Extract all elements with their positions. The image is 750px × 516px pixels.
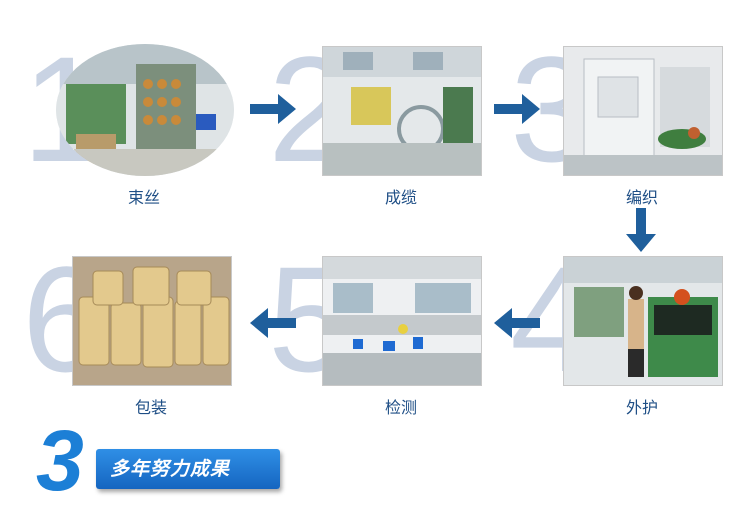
footer-number: 3: [36, 413, 84, 509]
slogan-text: 多年努力成果: [110, 458, 231, 480]
sheathing-photo: [563, 256, 723, 386]
arrow-right-icon: [494, 94, 540, 124]
arrow-left-icon: [250, 308, 296, 338]
slogan-banner: 多年努力成果: [96, 449, 280, 489]
arrow-down-icon: [626, 208, 656, 252]
testing-photo: [322, 256, 482, 386]
step-4-label: 外护: [625, 398, 658, 417]
step-5-label: 检测: [384, 398, 417, 417]
cabling-photo: [322, 46, 482, 176]
step-3-label: 编织: [625, 188, 658, 207]
bunching-wire-photo: [56, 44, 234, 176]
arrow-right-icon: [250, 94, 296, 124]
arrow-left-icon: [494, 308, 540, 338]
step-1-label: 束丝: [127, 188, 160, 207]
packaging-photo: [72, 256, 232, 386]
step-2-label: 成缆: [384, 188, 417, 207]
braiding-photo: [563, 46, 723, 176]
step-6-label: 包装: [134, 398, 167, 417]
